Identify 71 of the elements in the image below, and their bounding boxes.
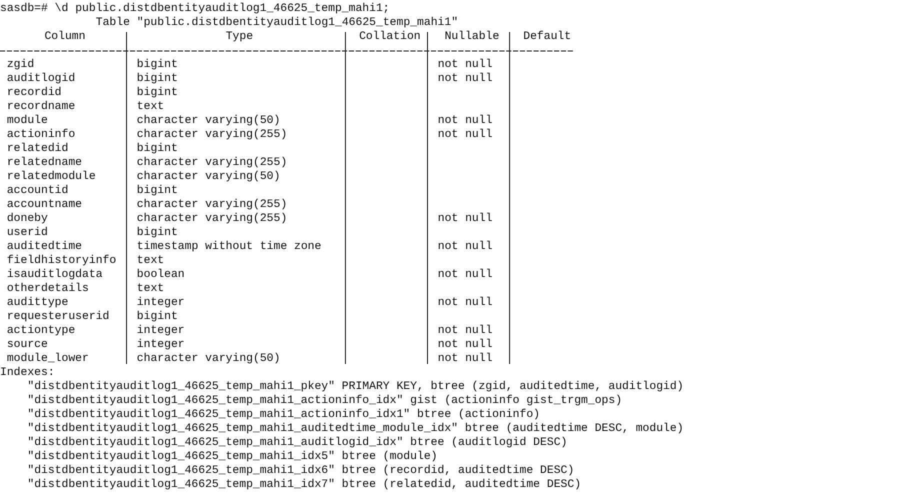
column-header: Column [44, 30, 86, 44]
column-name: module [6, 114, 48, 128]
column-header: Collation [359, 30, 421, 44]
index-definition: "distdbentityauditlog1_46625_temp_mahi1_auditedtime_module_idx" btree (auditedtime DESC, module) [27, 422, 684, 436]
column-name: accountname [6, 198, 82, 212]
column-name: otherdetails [6, 282, 89, 296]
index-definition: "distdbentityauditlog1_46625_temp_mahi1_idx6" btree (recordid, auditedtime DESC) [27, 464, 574, 478]
column-header: Default [523, 30, 572, 44]
data-type: bigint [136, 226, 178, 240]
table-title: Table "public.distdbentityauditlog1_46625_temp_mahi1" [96, 16, 458, 30]
index-definition: "distdbentityauditlog1_46625_temp_mahi1_idx7" btree (relatedid, auditedtime DESC) [27, 478, 582, 492]
column-name: source [6, 338, 48, 352]
data-type: character varying(50) [136, 352, 280, 366]
data-type: bigint [136, 184, 178, 198]
column-name: recordid [6, 86, 62, 100]
data-type: bigint [136, 310, 178, 324]
data-type: character varying(255) [136, 212, 288, 226]
nullable-value: not null [438, 240, 492, 254]
data-type: integer [136, 324, 185, 338]
data-type: character varying(255) [136, 198, 288, 212]
column-name: relatedname [6, 156, 82, 170]
data-type: bigint [136, 58, 178, 72]
nullable-value: not null [438, 58, 492, 72]
data-type: character varying(255) [136, 128, 288, 142]
column-name: requesteruserid [6, 310, 110, 324]
column-name: zgid [6, 58, 34, 72]
nullable-value: not null [438, 338, 492, 352]
column-name: relatedid [6, 142, 68, 156]
data-type: bigint [136, 72, 178, 86]
index-definition: "distdbentityauditlog1_46625_temp_mahi1_pkey" PRIMARY KEY, btree (zgid, auditedtime, auditlogid) [27, 380, 684, 394]
data-type: text [136, 100, 164, 114]
data-type: bigint [136, 86, 178, 100]
column-name: auditlogid [6, 72, 76, 86]
data-type: boolean [136, 268, 185, 282]
nullable-value: not null [438, 268, 492, 282]
column-name: accountid [6, 184, 68, 198]
data-type: integer [136, 296, 185, 310]
column-name: audittype [6, 296, 68, 310]
data-type: integer [136, 338, 185, 352]
index-definition: "distdbentityauditlog1_46625_temp_mahi1_actioninfo_idx" gist (actioninfo gist_trgm_ops) [27, 394, 622, 408]
data-type: text [136, 282, 164, 296]
data-type: character varying(50) [136, 114, 280, 128]
data-type: character varying(255) [136, 156, 288, 170]
column-name: doneby [6, 212, 48, 226]
column-name: actiontype [6, 324, 76, 338]
nullable-value: not null [438, 114, 492, 128]
column-name: isauditlogdata [6, 268, 103, 282]
index-definition: "distdbentityauditlog1_46625_temp_mahi1_idx5" btree (module) [27, 450, 438, 464]
column-name: relatedmodule [6, 170, 96, 184]
index-definition: "distdbentityauditlog1_46625_temp_mahi1_auditlogid_idx" btree (auditlogid DESC) [27, 436, 568, 450]
data-type: character varying(50) [136, 170, 280, 184]
column-name: actioninfo [6, 128, 76, 142]
section-heading: Indexes: [0, 366, 55, 380]
nullable-value: not null [438, 324, 492, 338]
nullable-value: not null [438, 352, 492, 366]
column-name: module_lower [6, 352, 89, 366]
column-name: auditedtime [6, 240, 82, 254]
column-name: userid [6, 226, 48, 240]
column-header: Type [226, 30, 254, 44]
data-type: text [136, 254, 164, 268]
command-prompt: sasdb=# \d public.distdbentityauditlog1_46625_temp_mahi1; [0, 2, 390, 16]
nullable-value: not null [438, 128, 492, 142]
data-type: bigint [136, 142, 178, 156]
column-header: Nullable [444, 30, 500, 44]
index-definition: "distdbentityauditlog1_46625_temp_mahi1_actioninfo_idx1" btree (actioninfo) [27, 408, 540, 422]
data-type: timestamp without time zone [136, 240, 322, 254]
nullable-value: not null [438, 212, 492, 226]
column-name: recordname [6, 100, 76, 114]
column-name: fieldhistoryinfo [6, 254, 116, 268]
nullable-value: not null [438, 296, 492, 310]
nullable-value: not null [438, 72, 492, 86]
